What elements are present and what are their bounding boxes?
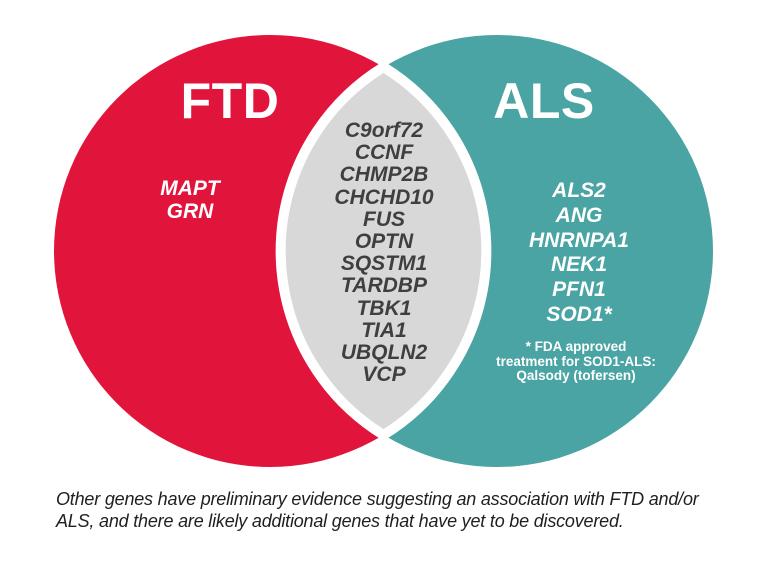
gene-item: TARDBP [341, 274, 427, 298]
bottom-caption: Other genes have preliminary evidence su… [56, 489, 736, 532]
intersection-lens [275, 62, 492, 440]
gene-item: TIA1 [361, 318, 407, 342]
footnote-line: treatment for SOD1-ALS: [496, 353, 656, 369]
gene-item: GRN [166, 200, 214, 223]
gene-item: CHCHD10 [334, 185, 434, 209]
gene-item: SQSTM1 [340, 252, 428, 276]
gene-item: C9orf72 [344, 119, 424, 142]
gene-item: PFN1 [552, 278, 606, 302]
ftd-title: FTD [180, 73, 280, 129]
gene-item: MAPT [160, 177, 220, 200]
footnote-line: Qalsody (tofersen) [516, 368, 636, 383]
gene-item: UBQLN2 [340, 341, 428, 365]
gene-item: VCP [362, 363, 406, 387]
gene-item: CHMP2B [339, 163, 429, 187]
footnote-line: * FDA approved [525, 339, 627, 354]
gene-item: ANG [555, 203, 603, 227]
gene-item: ALS2 [552, 179, 606, 202]
gene-item: OPTN [354, 230, 414, 254]
als-title: ALS [493, 73, 595, 129]
gene-item: FUS [363, 207, 405, 231]
gene-item: SOD1* [546, 302, 612, 326]
gene-item: CCNF [354, 141, 414, 165]
caption-line: Other genes have preliminary evidence su… [56, 489, 699, 509]
caption-line: ALS, and there are likely additional gen… [56, 510, 624, 531]
gene-item: HNRNPA1 [529, 228, 629, 252]
gene-item: TBK1 [356, 296, 412, 320]
gene-item: NEK1 [550, 253, 608, 277]
